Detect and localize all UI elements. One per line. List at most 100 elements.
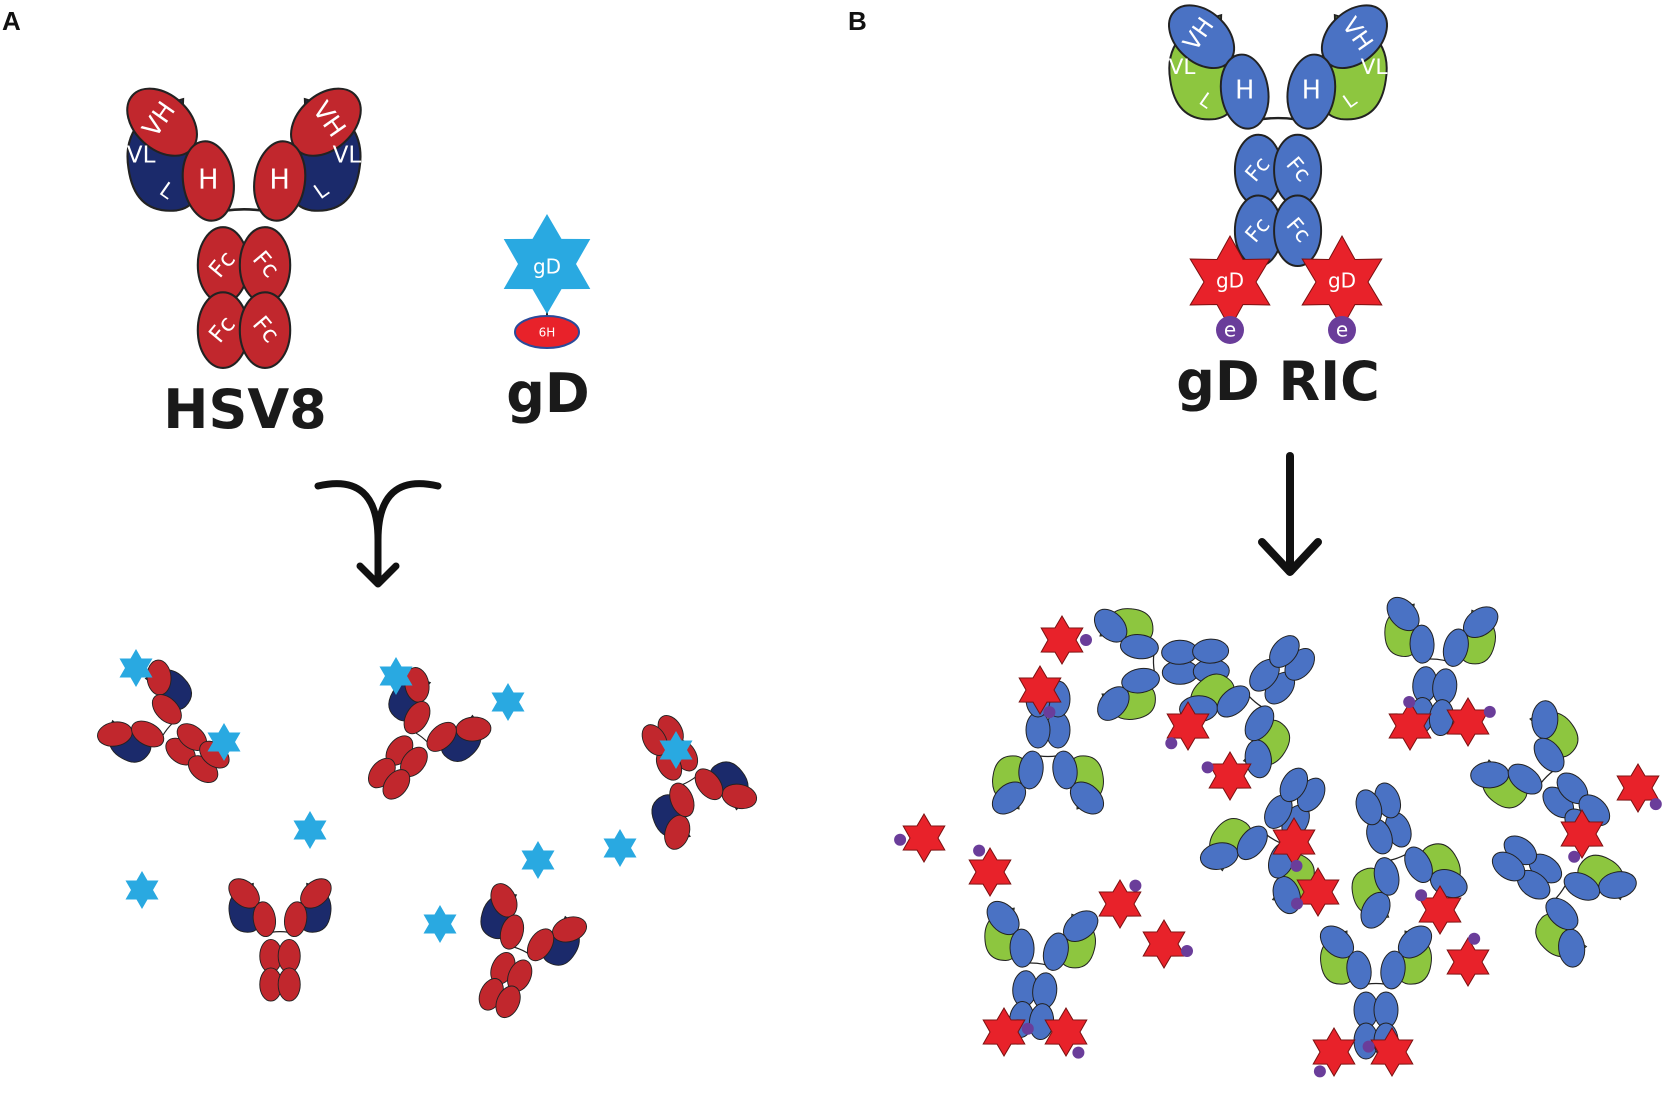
fc-domain <box>238 291 292 369</box>
his-tag-label: 6H <box>539 326 556 340</box>
fc-domain <box>1491 851 1526 882</box>
fc-domain <box>1192 638 1230 664</box>
h-domain <box>1563 872 1601 901</box>
epitope-label: e <box>1336 318 1348 342</box>
epitope-dot <box>1649 798 1662 811</box>
ric-complex <box>1470 700 1611 841</box>
fc-domain <box>1269 635 1300 668</box>
svg-text:VL: VL <box>1169 55 1196 80</box>
epitope-dot <box>1415 889 1428 902</box>
h-domain <box>1009 928 1035 968</box>
h-domain <box>1380 950 1406 990</box>
gd-star-icon <box>603 829 637 867</box>
gd-star-icon <box>423 905 457 943</box>
epitope-dot <box>1483 705 1496 718</box>
h-domain <box>1052 750 1078 790</box>
h-domain <box>1219 53 1270 130</box>
ric-gd-label: gD <box>1328 269 1356 293</box>
epitope-dot <box>894 833 907 846</box>
h-domain <box>151 694 182 725</box>
epitope-dot <box>973 844 986 857</box>
fc-domain <box>1273 194 1323 268</box>
h-domain <box>1409 624 1435 664</box>
gd-star-icon <box>491 683 525 721</box>
h-domain <box>1286 53 1337 130</box>
gd-star-icon <box>521 841 555 879</box>
h-domain <box>181 140 235 222</box>
ric-gd-star-icon <box>1296 867 1340 917</box>
h-domain <box>1121 667 1160 694</box>
epitope-dot <box>1362 1040 1375 1053</box>
hsv8-complex <box>228 878 332 1002</box>
fc-domain <box>1355 789 1383 826</box>
ric-complex <box>1351 782 1468 929</box>
epitope-dot <box>1021 1022 1034 1035</box>
ric-gd-star-icon <box>1044 1007 1088 1057</box>
svg-text:H: H <box>198 165 219 196</box>
svg-text:VL: VL <box>127 142 156 168</box>
epitope-dot <box>1568 850 1581 863</box>
gd-label: gD <box>506 362 589 425</box>
h-domain <box>694 768 724 801</box>
h-domain <box>1346 950 1372 990</box>
ric-complex <box>1093 608 1230 721</box>
merge-arrow-icon <box>314 480 442 588</box>
ric-gd-star-icon <box>1616 763 1660 813</box>
ric-gd-star-icon <box>1446 937 1490 987</box>
h-domain <box>426 721 457 752</box>
gd-star-icon <box>659 731 693 769</box>
svg-text:VL: VL <box>1361 55 1388 80</box>
h-domain <box>1507 763 1543 795</box>
h-domain <box>1442 628 1469 667</box>
epitope-dot <box>1080 634 1092 646</box>
his-tag <box>514 315 580 349</box>
fc-domain <box>382 769 411 800</box>
hsv8-complex <box>641 715 758 850</box>
svg-text:H: H <box>1302 76 1321 106</box>
h-domain <box>669 782 695 818</box>
h-domain <box>1545 897 1579 931</box>
ric-gd-label: gD <box>1216 269 1244 293</box>
free-gd-star-icon <box>125 871 159 909</box>
hsv8-complex <box>368 667 492 800</box>
epitope-dot <box>1043 706 1056 719</box>
gd-ric-label: gD RIC <box>1176 350 1380 413</box>
h-domain <box>253 140 307 222</box>
ric-gd-star-icon <box>1098 879 1142 929</box>
gd-star <box>503 214 591 314</box>
gd-domain-label: gD <box>533 255 561 279</box>
fc-domain <box>277 967 301 1002</box>
hsv8-complex <box>478 883 588 1019</box>
h-domain <box>403 701 431 735</box>
h-domain <box>1236 825 1268 861</box>
ric-gd-star-icon <box>1560 809 1604 859</box>
ric-gd-star-icon <box>1018 665 1062 715</box>
ric-gd-star-icon <box>1312 1027 1356 1077</box>
h-domain <box>1373 857 1400 896</box>
ric-complex <box>1179 635 1316 779</box>
h-domain <box>1404 846 1433 883</box>
h-domain <box>131 720 165 748</box>
ric-gd-star-icon <box>1040 615 1084 665</box>
h-domain <box>1018 750 1044 790</box>
h-domain <box>283 901 308 938</box>
ric-lattice <box>894 596 1662 1078</box>
ric-complex <box>984 900 1099 1041</box>
gd-star-icon <box>119 649 153 687</box>
hsv8-gd-complexes <box>97 649 758 1019</box>
panel-a-letter: A <box>2 6 21 36</box>
epitope-dot <box>1291 897 1303 910</box>
ric-gd-star-icon <box>968 847 1012 897</box>
epitope-label: e <box>1224 318 1236 342</box>
ric-complex <box>1491 835 1637 968</box>
epitope-dot <box>1201 761 1214 774</box>
h-domain <box>1119 634 1159 660</box>
hsv8-complex <box>97 659 230 783</box>
h-domain <box>1244 705 1275 742</box>
hsv8-label: HSV8 <box>163 378 326 441</box>
ric-gd-star-icon <box>1166 701 1210 751</box>
